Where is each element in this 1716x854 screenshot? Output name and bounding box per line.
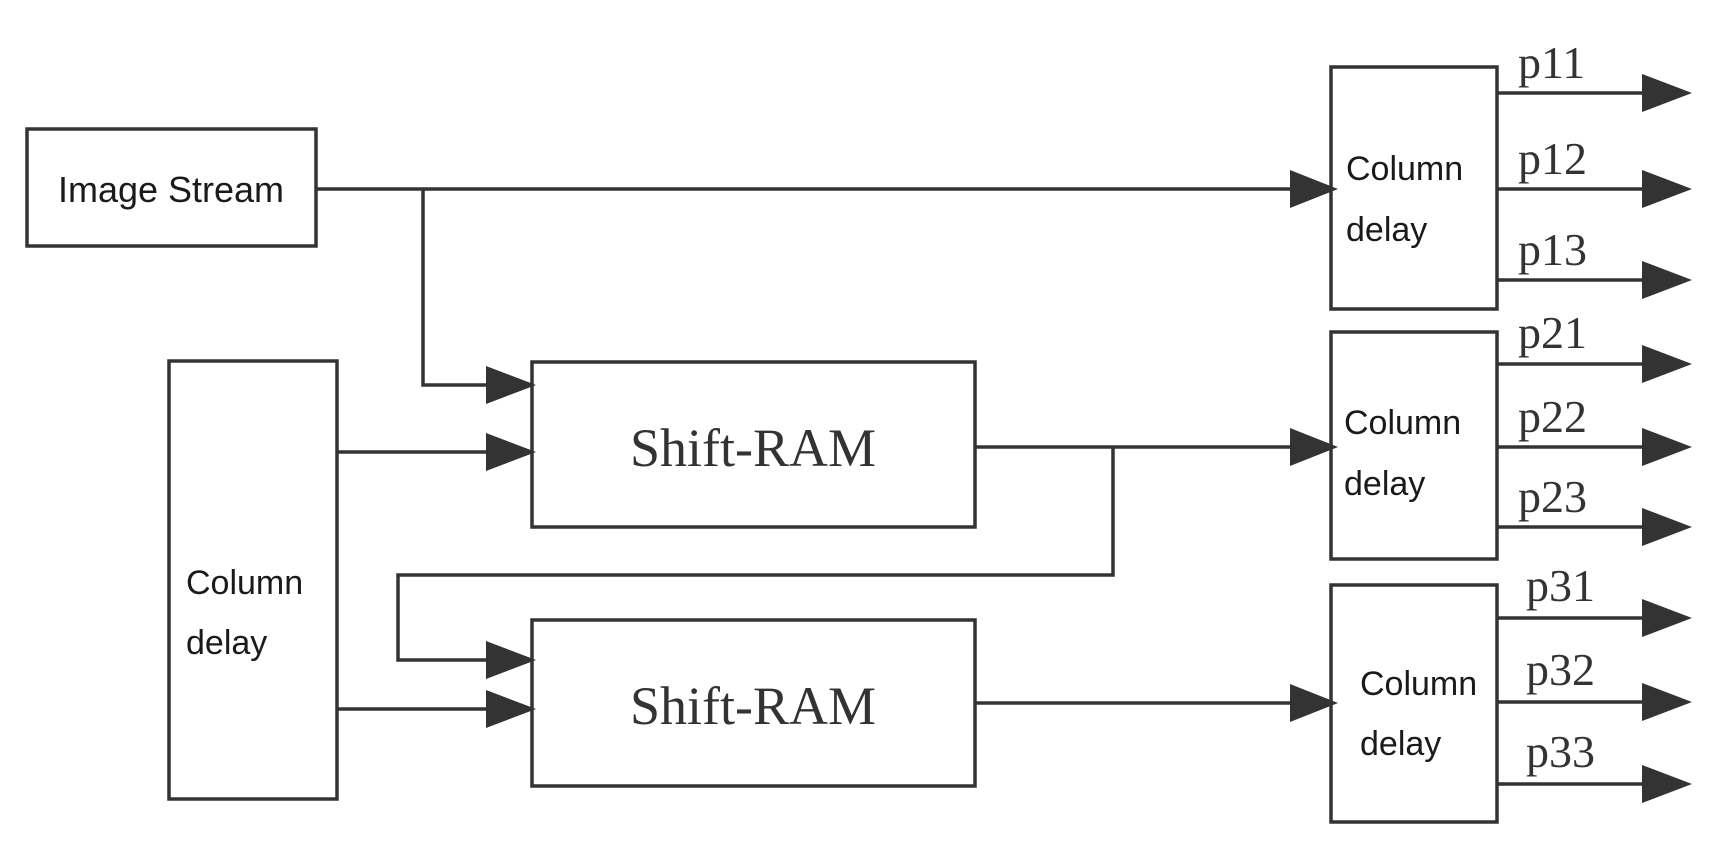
column-delay-left-label-line2: delay: [186, 624, 267, 662]
shift-ram-bottom-block: Shift-RAM: [530, 618, 977, 788]
arrowhead: [486, 366, 536, 404]
arrowhead: [1642, 170, 1692, 208]
arrowhead: [1290, 428, 1338, 466]
arrowhead: [1642, 428, 1692, 466]
shift-ram-bottom-label: Shift-RAM: [630, 676, 876, 736]
output-label-p22: p22: [1518, 391, 1587, 442]
image-stream-label: Image Stream: [58, 169, 284, 210]
column-delay-row2-block: Column delay: [1329, 330, 1499, 561]
arrowhead: [1642, 345, 1692, 383]
arrowhead: [1290, 170, 1338, 208]
arrowhead: [1642, 599, 1692, 637]
shift-ram-top-block: Shift-RAM: [530, 360, 977, 529]
arrowheads: [486, 74, 1692, 803]
wire-ram1-feedback-to-ram2: [396, 447, 1115, 662]
output-label-p13: p13: [1518, 224, 1587, 275]
column-delay-row1-block: Column delay: [1329, 65, 1499, 311]
arrowhead: [486, 433, 536, 471]
column-delay-row3-label-line1: Column: [1360, 665, 1477, 703]
column-delay-row3-label-line2: delay: [1360, 725, 1441, 763]
output-label-p31: p31: [1526, 560, 1595, 611]
arrowhead: [1642, 508, 1692, 546]
arrowhead: [1642, 765, 1692, 803]
output-label-p12: p12: [1518, 133, 1587, 184]
column-delay-row2-label-line2: delay: [1344, 465, 1425, 503]
output-label-p33: p33: [1526, 726, 1595, 777]
shift-ram-top-label: Shift-RAM: [630, 418, 876, 478]
connection-wires: [316, 91, 1648, 786]
arrowhead: [1642, 683, 1692, 721]
column-delay-left-block: Column delay: [167, 359, 339, 801]
column-delay-row2-label-line1: Column: [1344, 404, 1461, 442]
wire-stream-branch-to-ram1: [421, 189, 496, 387]
output-label-p23: p23: [1518, 471, 1587, 522]
output-label-p11: p11: [1518, 37, 1585, 88]
column-delay-left-label-line1: Column: [186, 564, 303, 602]
image-stream-block: Image Stream: [25, 127, 318, 248]
column-delay-row3-block: Column delay: [1329, 583, 1499, 824]
arrowhead: [1642, 261, 1692, 299]
arrowhead: [1290, 684, 1338, 722]
arrowhead: [486, 641, 536, 679]
column-delay-row1-label-line2: delay: [1346, 211, 1427, 249]
arrowhead: [1642, 74, 1692, 112]
output-labels: p11 p12 p13 p21 p22 p23 p31 p32 p33: [1518, 37, 1595, 777]
arrowhead: [486, 690, 536, 728]
output-label-p32: p32: [1526, 644, 1595, 695]
column-delay-row1-label-line1: Column: [1346, 150, 1463, 188]
output-label-p21: p21: [1518, 307, 1587, 358]
